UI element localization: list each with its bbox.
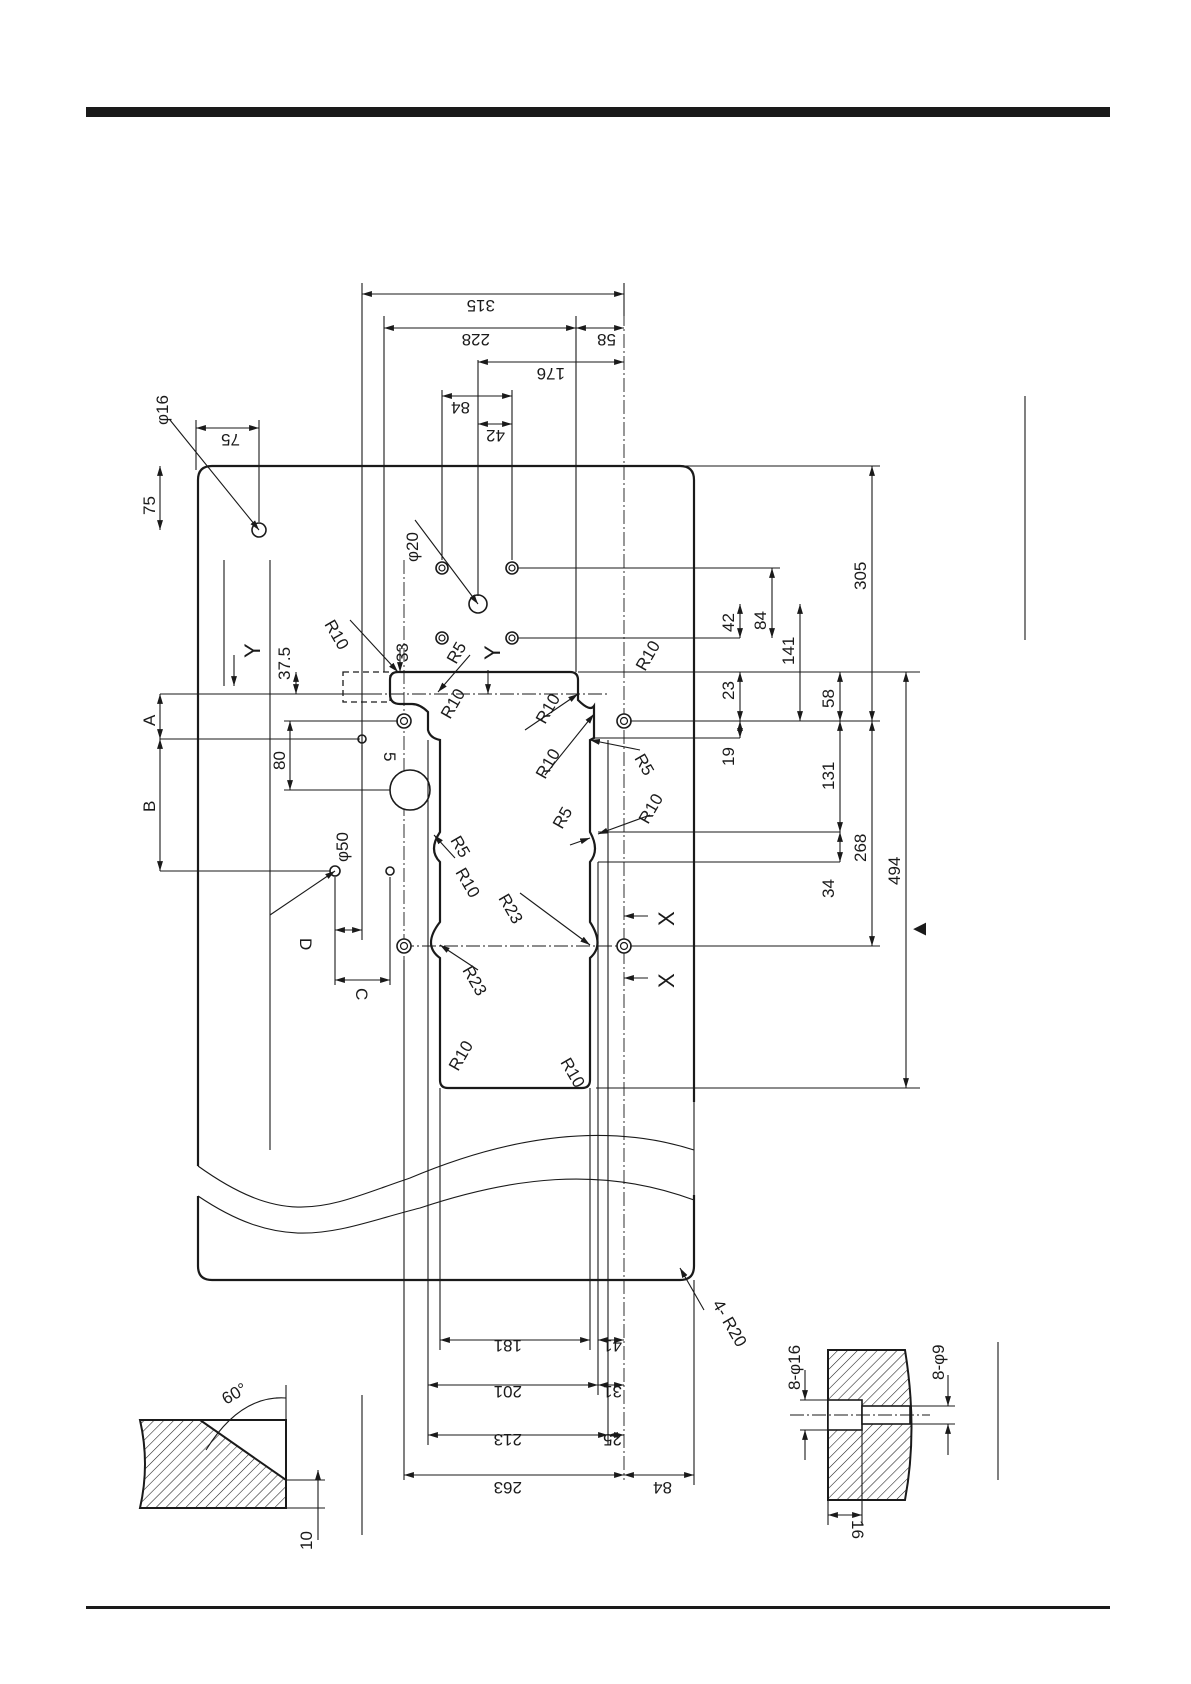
radius-12: R23 <box>495 891 527 928</box>
radius-10: R5 <box>447 833 474 861</box>
extension-lines <box>160 283 1025 1535</box>
dim-58-right: 58 <box>819 689 838 708</box>
chamfer-angle: 60° <box>219 1379 251 1408</box>
thru-hole-9: 8-φ9 <box>929 1344 948 1380</box>
radius-labels: R10 R5 R10 R10 R10 R10 R5 R5 R10 R5 R10 … <box>321 617 668 1092</box>
footer-rule <box>86 1606 1110 1609</box>
dim-75-left: 75 <box>140 496 159 515</box>
radius-11: R10 <box>452 865 484 902</box>
section-x-top: X <box>654 911 679 926</box>
dim-181: 181 <box>494 1336 522 1355</box>
radius-5: R10 <box>532 745 564 782</box>
section-x-bottom: X <box>654 973 679 988</box>
dim-37-5: 37.5 <box>275 647 294 680</box>
dim-228: 228 <box>462 330 490 349</box>
dim-D: D <box>296 938 315 950</box>
dim-305: 305 <box>851 562 870 590</box>
dim-19: 19 <box>719 747 738 766</box>
datum-triangle: ▲ <box>906 918 931 940</box>
dimension-lines <box>160 294 906 1475</box>
dim-263: 263 <box>494 1478 522 1497</box>
chamfer-depth: 10 <box>297 1531 316 1550</box>
radius-14: R10 <box>445 1037 477 1074</box>
dim-r20: 4- R20 <box>709 1297 751 1351</box>
dim-84-bottom: 84 <box>653 1478 672 1497</box>
radius-8: R5 <box>549 804 576 832</box>
dim-141: 141 <box>779 637 798 665</box>
chamfer-detail: 60° 10 <box>140 1379 325 1550</box>
dim-5: 5 <box>380 752 399 761</box>
dim-C: C <box>352 988 371 1000</box>
section-y-left: Y <box>240 643 265 658</box>
dim-213: 213 <box>494 1430 522 1449</box>
radius-2: R5 <box>443 639 470 667</box>
dim-34: 34 <box>819 879 838 898</box>
dim-494: 494 <box>885 857 904 885</box>
dim-31: 31 <box>603 1382 622 1401</box>
dim-B: B <box>140 801 159 812</box>
dim-42-right: 42 <box>719 613 738 632</box>
dim-75-top: 75 <box>221 430 240 449</box>
dim-84-right: 84 <box>751 611 770 630</box>
dim-315: 315 <box>467 296 495 315</box>
dim-201: 201 <box>494 1382 522 1401</box>
radius-3: R10 <box>437 685 469 722</box>
counterbore-16: 8-φ16 <box>785 1345 804 1390</box>
dim-A: A <box>140 714 159 726</box>
dim-42-top: 42 <box>486 426 505 445</box>
machine-cutout <box>390 672 598 1088</box>
dim-131: 131 <box>819 762 838 790</box>
counterbore-detail: 8-φ16 8-φ9 16 <box>785 1344 955 1539</box>
dim-phi50: φ50 <box>333 832 352 862</box>
dim-80: 80 <box>270 751 289 770</box>
counterbore-depth: 16 <box>848 1520 867 1539</box>
radius-6: R10 <box>632 637 664 674</box>
dim-268: 268 <box>851 834 870 862</box>
dim-25: 25 <box>603 1430 622 1449</box>
dim-84-top: 84 <box>451 398 470 417</box>
table-top-outline <box>198 466 694 1280</box>
radius-9: R10 <box>635 790 667 827</box>
dim-176: 176 <box>537 364 565 383</box>
radius-13: R23 <box>459 963 491 1000</box>
dashed-motor-outline <box>343 672 390 702</box>
dim-phi20: φ20 <box>403 532 422 562</box>
radius-15: R10 <box>557 1055 589 1092</box>
radius-7: R5 <box>631 751 658 779</box>
dim-41: 41 <box>603 1336 622 1355</box>
dim-phi16: φ16 <box>153 395 172 425</box>
section-y-right: Y <box>480 645 505 660</box>
header-rule <box>86 107 1110 117</box>
dim-23: 23 <box>719 681 738 700</box>
radius-1: R10 <box>321 617 353 654</box>
dim-33: 33 <box>393 643 412 662</box>
dim-58: 58 <box>597 330 616 349</box>
